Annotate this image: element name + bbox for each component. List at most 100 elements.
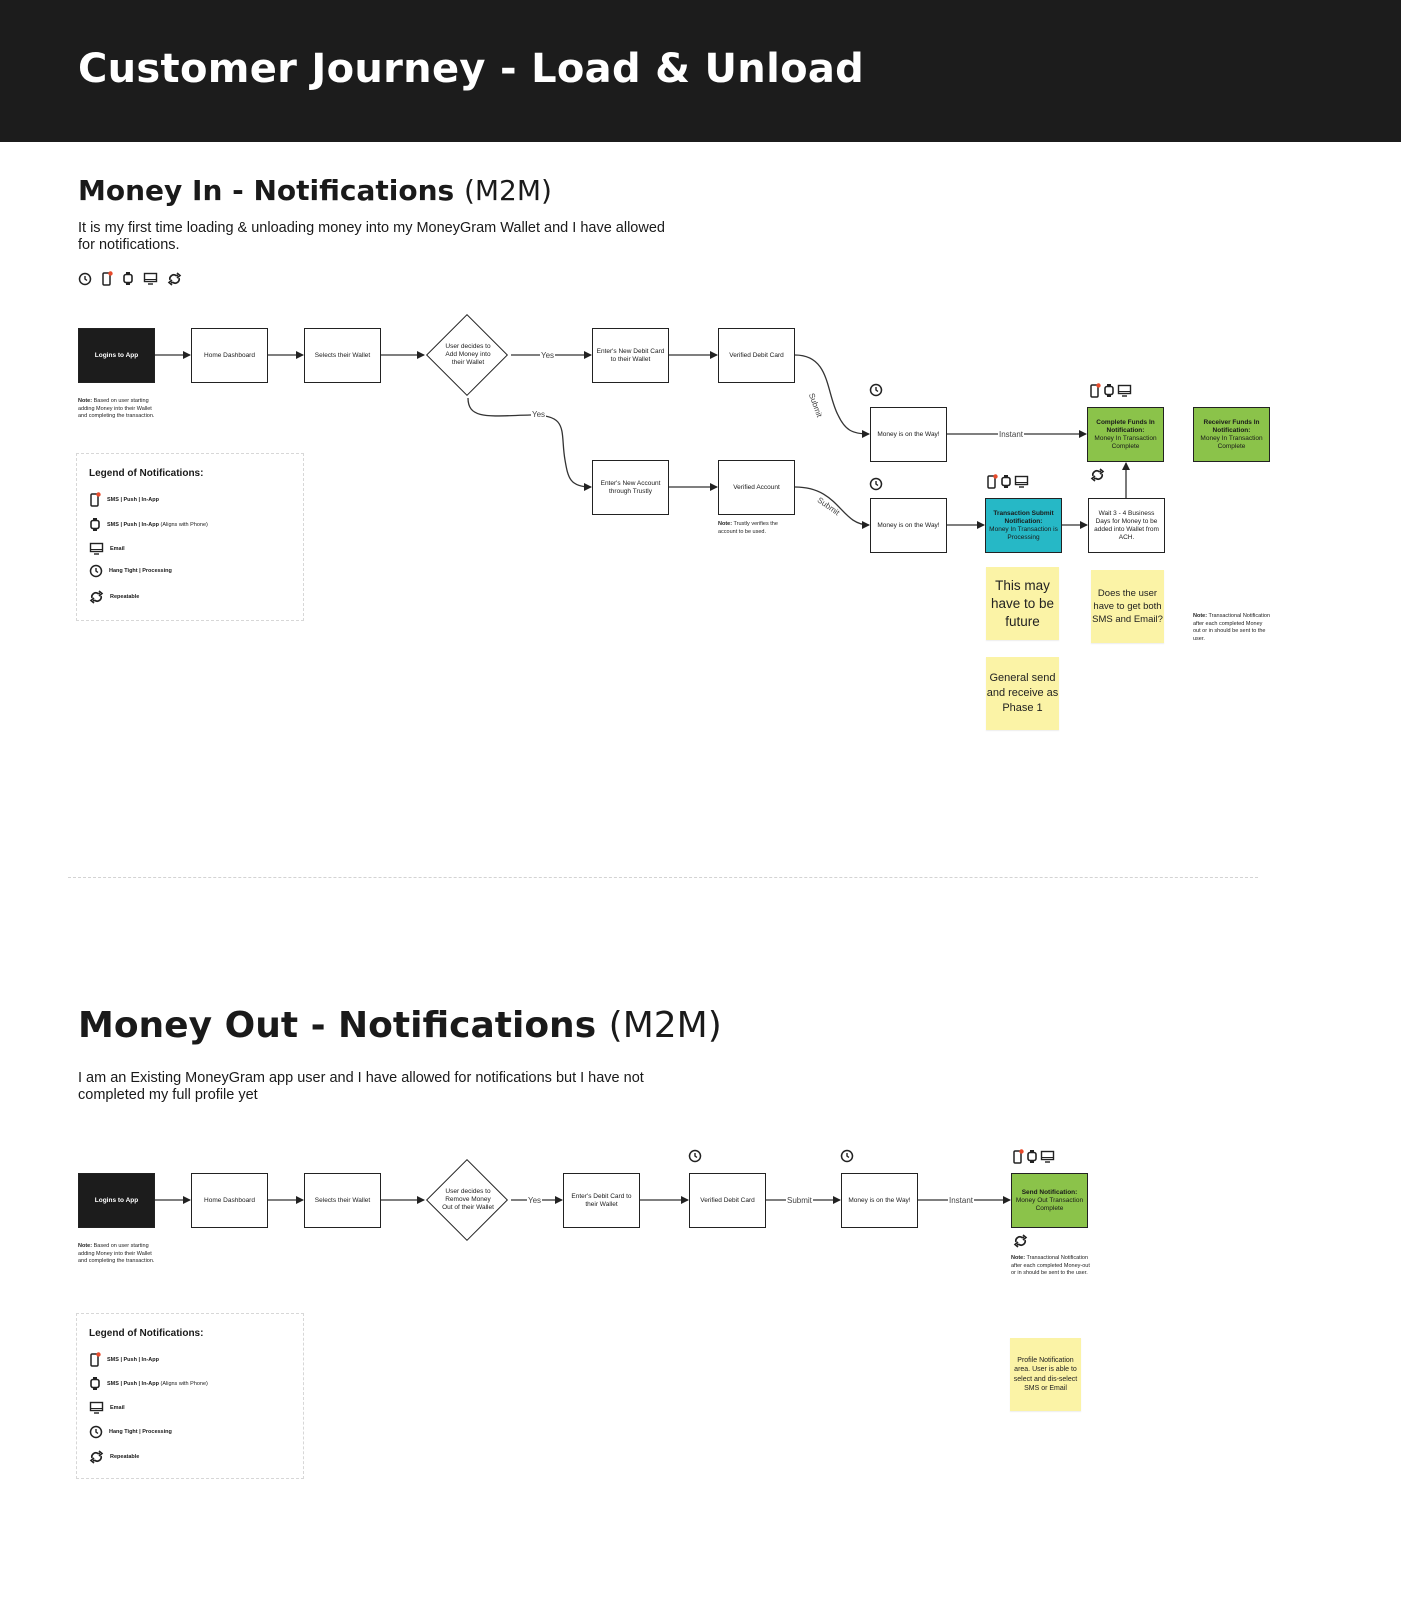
legend-item-repeat: Repeatable bbox=[89, 590, 139, 604]
send-notification-body: Money Out Transaction Complete bbox=[1015, 1196, 1084, 1212]
legend-item-phone: SMS | Push | In-App bbox=[89, 1352, 159, 1367]
sticky-profile-notification: Profile Notification area. User is able … bbox=[1010, 1338, 1081, 1411]
out-note-login: Note: Based on user starting adding Mone… bbox=[78, 1243, 155, 1264]
edge-verified-onway-bottom bbox=[794, 486, 870, 529]
page-title: Customer Journey - Load & Unload bbox=[78, 46, 865, 92]
clock-icon bbox=[869, 383, 883, 397]
legend-item-phone: SMS | Push | In-App bbox=[89, 492, 159, 507]
money-in-heading: Money In - Notifications (M2M) bbox=[78, 174, 552, 207]
clock-icon bbox=[89, 564, 103, 578]
node-wait-business-days: Wait 3 - 4 Business Days for Money to be… bbox=[1088, 498, 1165, 553]
section-divider bbox=[68, 877, 1258, 878]
watch-icon bbox=[123, 272, 133, 285]
out-node-decision-label: User decides to Remove Money Out of thei… bbox=[442, 1188, 494, 1211]
receiver-funds-body: Money In Transaction Complete bbox=[1200, 434, 1263, 450]
money-out-description: I am an Existing MoneyGram app user and … bbox=[78, 1070, 644, 1103]
out-note-transactional: Note: Transactional Notification after e… bbox=[1011, 1255, 1090, 1276]
legend-item-clock: Hang Tight | Processing bbox=[89, 1425, 172, 1439]
phone-icon bbox=[987, 474, 998, 489]
transaction-submit-title: Transaction Submit Notification: bbox=[993, 509, 1054, 525]
node-decision-label: User decides to Add Money into their Wal… bbox=[445, 343, 491, 366]
phone-icon bbox=[102, 271, 113, 286]
note-login: Note: Based on user starting adding Mone… bbox=[78, 398, 155, 419]
node-selects-wallet: Selects their Wallet bbox=[304, 328, 381, 383]
watch-icon bbox=[1001, 475, 1011, 488]
clock-icon bbox=[688, 1149, 702, 1163]
repeat-icon bbox=[167, 271, 182, 286]
legend-title: Legend of Notifications: bbox=[89, 468, 204, 479]
money-in-title: Money In - Notifications bbox=[78, 174, 455, 207]
money-out-title-suffix: (M2M) bbox=[608, 1005, 722, 1046]
monitor-icon bbox=[89, 542, 104, 555]
out-edge-label-instant: Instant bbox=[948, 1196, 975, 1205]
phone-icon bbox=[90, 1352, 101, 1367]
clock-icon bbox=[869, 477, 883, 491]
legend-item-clock: Hang Tight | Processing bbox=[89, 564, 172, 578]
out-node-verified-debit: Verified Debit Card bbox=[689, 1173, 766, 1228]
note-trustly: Note: Trustly verifies the account to be… bbox=[718, 521, 778, 535]
money-in-title-suffix: (M2M) bbox=[463, 174, 552, 207]
money-out-title: Money Out - Notifications bbox=[78, 1005, 597, 1046]
phone-icon bbox=[1013, 1149, 1024, 1164]
legend-item-repeat: Repeatable bbox=[89, 1450, 139, 1464]
watch-icon bbox=[90, 518, 100, 531]
sticky-future: This may have to be future bbox=[986, 567, 1059, 640]
out-node-login: Logins to App bbox=[78, 1173, 155, 1228]
monitor-icon bbox=[89, 1401, 104, 1414]
legend-item-monitor: Email bbox=[89, 542, 125, 555]
node-login: Logins to App bbox=[78, 328, 155, 383]
edge-verified-onway-top bbox=[794, 354, 870, 438]
complete-notification-icons bbox=[1089, 383, 1132, 398]
node-verified-debit: Verified Debit Card bbox=[718, 328, 795, 383]
out-node-home-dashboard: Home Dashboard bbox=[191, 1173, 268, 1228]
complete-funds-title: Complete Funds In Notification: bbox=[1096, 418, 1155, 434]
edge-decision-account bbox=[467, 397, 592, 491]
legend-money-in: Legend of Notifications: SMS | Push | In… bbox=[76, 453, 304, 621]
edge-label-yes-2: Yes bbox=[531, 410, 547, 419]
legend-item-monitor: Email bbox=[89, 1401, 125, 1414]
sticky-phase-1: General send and receive as Phase 1 bbox=[986, 657, 1059, 730]
out-edge-label-yes: Yes bbox=[527, 1196, 543, 1205]
node-money-on-way-top: Money is on the Way! bbox=[870, 407, 947, 462]
money-in-description: It is my first time loading & unloading … bbox=[78, 220, 665, 253]
node-receiver-funds: Receiver Funds In Notification:Money In … bbox=[1193, 407, 1270, 462]
repeat-icon bbox=[1013, 1234, 1028, 1248]
legend-item-watch: SMS | Push | In-App (Aligns with Phone) bbox=[89, 1376, 208, 1391]
transaction-submit-body: Money In Transaction is Processing bbox=[989, 525, 1058, 541]
sticky-sms-email: Does the user have to get both SMS and E… bbox=[1091, 570, 1164, 643]
clock-icon bbox=[840, 1149, 854, 1163]
submit-notification-icons bbox=[986, 474, 1029, 489]
node-money-on-way-bottom: Money is on the Way! bbox=[870, 498, 947, 553]
node-complete-funds: Complete Funds In Notification:Money In … bbox=[1087, 407, 1164, 462]
note-transactional: Note: Transactional Notification after e… bbox=[1193, 613, 1271, 642]
monitor-icon bbox=[1117, 384, 1132, 397]
watch-icon bbox=[90, 1377, 100, 1390]
watch-icon bbox=[1027, 1150, 1037, 1163]
out-node-money-on-way: Money is on the Way! bbox=[841, 1173, 918, 1228]
out-node-send-notification: Send Notification:Money Out Transaction … bbox=[1011, 1173, 1088, 1228]
repeat-icon bbox=[89, 590, 104, 604]
clock-icon bbox=[78, 272, 92, 285]
out-node-debit-card: Enter's Debit Card to their Wallet bbox=[563, 1173, 640, 1228]
node-transaction-submit: Transaction Submit Notification:Money In… bbox=[985, 498, 1062, 553]
monitor-icon bbox=[1040, 1150, 1055, 1163]
edge-label-yes-1: Yes bbox=[540, 351, 556, 360]
edge-label-instant: Instant bbox=[998, 430, 1025, 439]
money-in-icon-row bbox=[78, 271, 182, 286]
legend-item-watch: SMS | Push | In-App (Aligns with Phone) bbox=[89, 517, 208, 532]
node-debit-card: Enter's New Debit Card to their Wallet bbox=[592, 328, 669, 383]
out-node-selects-wallet: Selects their Wallet bbox=[304, 1173, 381, 1228]
out-edge-label-submit: Submit bbox=[786, 1196, 813, 1205]
phone-icon bbox=[1090, 383, 1101, 398]
repeat-icon bbox=[1090, 468, 1105, 482]
money-out-heading: Money Out - Notifications (M2M) bbox=[78, 1005, 722, 1046]
monitor-icon bbox=[143, 272, 158, 285]
repeat-icon bbox=[89, 1450, 104, 1464]
legend-money-out: Legend of Notifications: SMS | Push | In… bbox=[76, 1313, 304, 1479]
watch-icon bbox=[1104, 384, 1114, 397]
phone-icon bbox=[90, 492, 101, 507]
send-notification-title: Send Notification: bbox=[1021, 1188, 1078, 1196]
page-header: Customer Journey - Load & Unload bbox=[0, 0, 1401, 142]
clock-icon bbox=[89, 1425, 103, 1439]
monitor-icon bbox=[1014, 475, 1029, 488]
